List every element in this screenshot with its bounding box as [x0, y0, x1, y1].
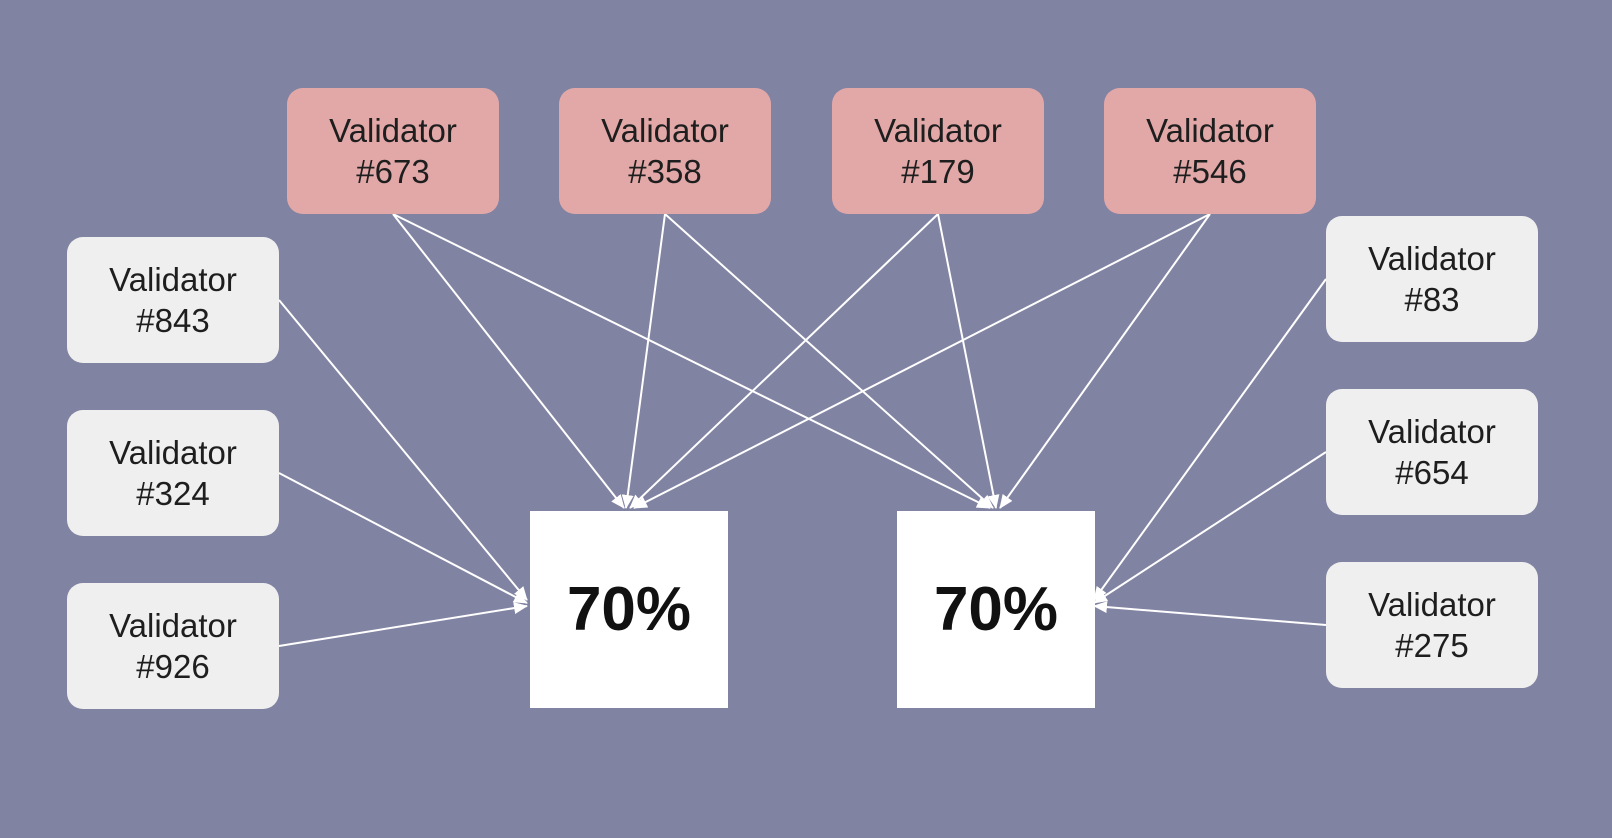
node-line2: #179	[901, 153, 975, 190]
node-line2: #546	[1173, 153, 1247, 190]
edge-843-to-result-1	[278, 299, 528, 601]
node-line1: Validator	[1368, 413, 1496, 450]
node-line2: #275	[1395, 627, 1469, 664]
attacker-validator-673: Validator #673	[287, 88, 499, 214]
edge-358-to-result-2	[664, 213, 994, 509]
validator-926: Validator #926	[67, 583, 279, 709]
edge-83-to-result-2	[1093, 278, 1327, 601]
edge-654-to-result-2	[1093, 451, 1327, 604]
result-box-1: 70%	[530, 511, 728, 708]
node-line2: #83	[1404, 281, 1460, 318]
node-line2: #654	[1395, 454, 1469, 491]
attacker-validator-546: Validator #546	[1104, 88, 1316, 214]
node-line1: Validator	[1368, 586, 1496, 623]
node-line1: Validator	[109, 434, 237, 471]
node-line1: Validator	[109, 607, 237, 644]
validator-83: Validator #83	[1326, 216, 1538, 342]
node-line1: Validator	[1368, 240, 1496, 277]
node-line2: #926	[136, 648, 210, 685]
validator-275: Validator #275	[1326, 562, 1538, 688]
node-line2: #673	[356, 153, 430, 190]
validator-654: Validator #654	[1326, 389, 1538, 515]
edge-179-to-result-1	[629, 213, 939, 509]
result-percentage: 70%	[933, 575, 1059, 644]
result-percentage: 70%	[566, 575, 692, 644]
validator-324: Validator #324	[67, 410, 279, 536]
edge-324-to-result-1	[278, 472, 528, 604]
result-box-2: 70%	[897, 511, 1095, 708]
attacker-validator-179: Validator #179	[832, 88, 1044, 214]
attacker-validator-358: Validator #358	[559, 88, 771, 214]
node-line1: Validator	[1146, 112, 1274, 149]
validator-843: Validator #843	[67, 237, 279, 363]
node-line2: #324	[136, 475, 210, 512]
edge-673-to-result-2	[392, 213, 991, 509]
edge-275-to-result-2	[1093, 601, 1327, 626]
edge-673-to-result-1	[392, 213, 625, 509]
node-line1: Validator	[109, 261, 237, 298]
node-line1: Validator	[601, 112, 729, 149]
edge-179-to-result-2	[937, 213, 1000, 509]
edge-546-to-result-2	[999, 213, 1211, 509]
node-line2: #843	[136, 302, 210, 339]
edge-926-to-result-1	[278, 602, 528, 647]
node-line1: Validator	[329, 112, 457, 149]
edge-546-to-result-1	[633, 213, 1211, 509]
edge-358-to-result-1	[621, 213, 666, 509]
node-line2: #358	[628, 153, 702, 190]
node-line1: Validator	[874, 112, 1002, 149]
